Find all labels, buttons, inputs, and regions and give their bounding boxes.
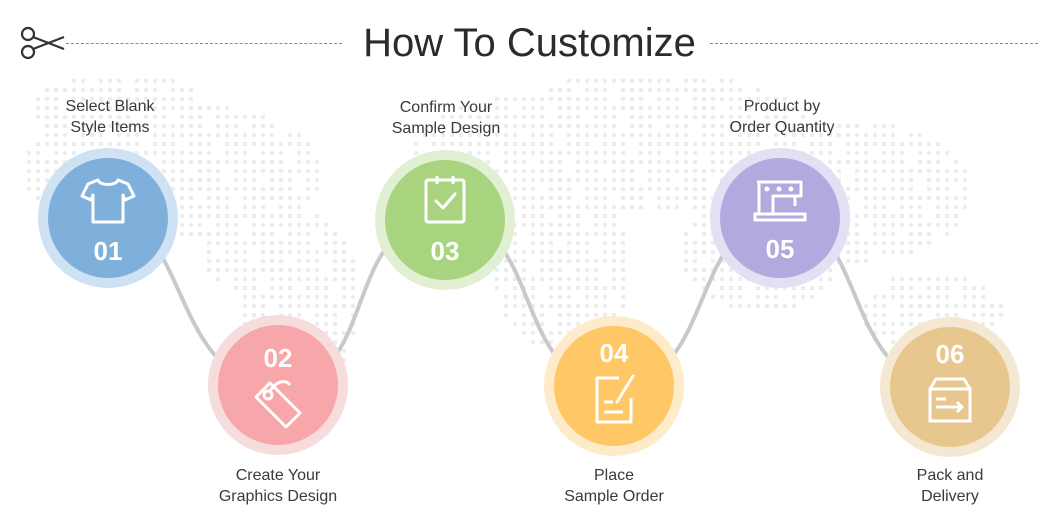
clipboard-check-icon [424, 176, 466, 224]
step-05-circle: 05 [720, 158, 840, 278]
step-06-number: 06 [935, 339, 965, 369]
step-03-circle: 03 [385, 160, 505, 280]
tshirt-icon [80, 178, 136, 224]
delivery-box-icon [928, 377, 972, 423]
scissors-icon [20, 26, 65, 60]
step-02-number: 02 [263, 343, 293, 373]
sewing-machine-icon [753, 180, 807, 222]
title-dash-left [66, 43, 342, 44]
step-06-circle: 06 [890, 327, 1010, 447]
title-dash-right [710, 43, 1038, 44]
step-01-circle: 01 [48, 158, 168, 278]
document-edit-icon [595, 374, 635, 424]
step-04-number: 04 [599, 338, 629, 368]
tag-icon [254, 380, 302, 429]
step-03-number: 03 [430, 236, 460, 266]
page-title: How To Customize [0, 18, 1059, 68]
step-04-circle: 04 [554, 326, 674, 446]
step-02-circle: 02 [218, 325, 338, 445]
step-05-number: 05 [765, 234, 795, 264]
step-01-number: 01 [93, 236, 123, 266]
